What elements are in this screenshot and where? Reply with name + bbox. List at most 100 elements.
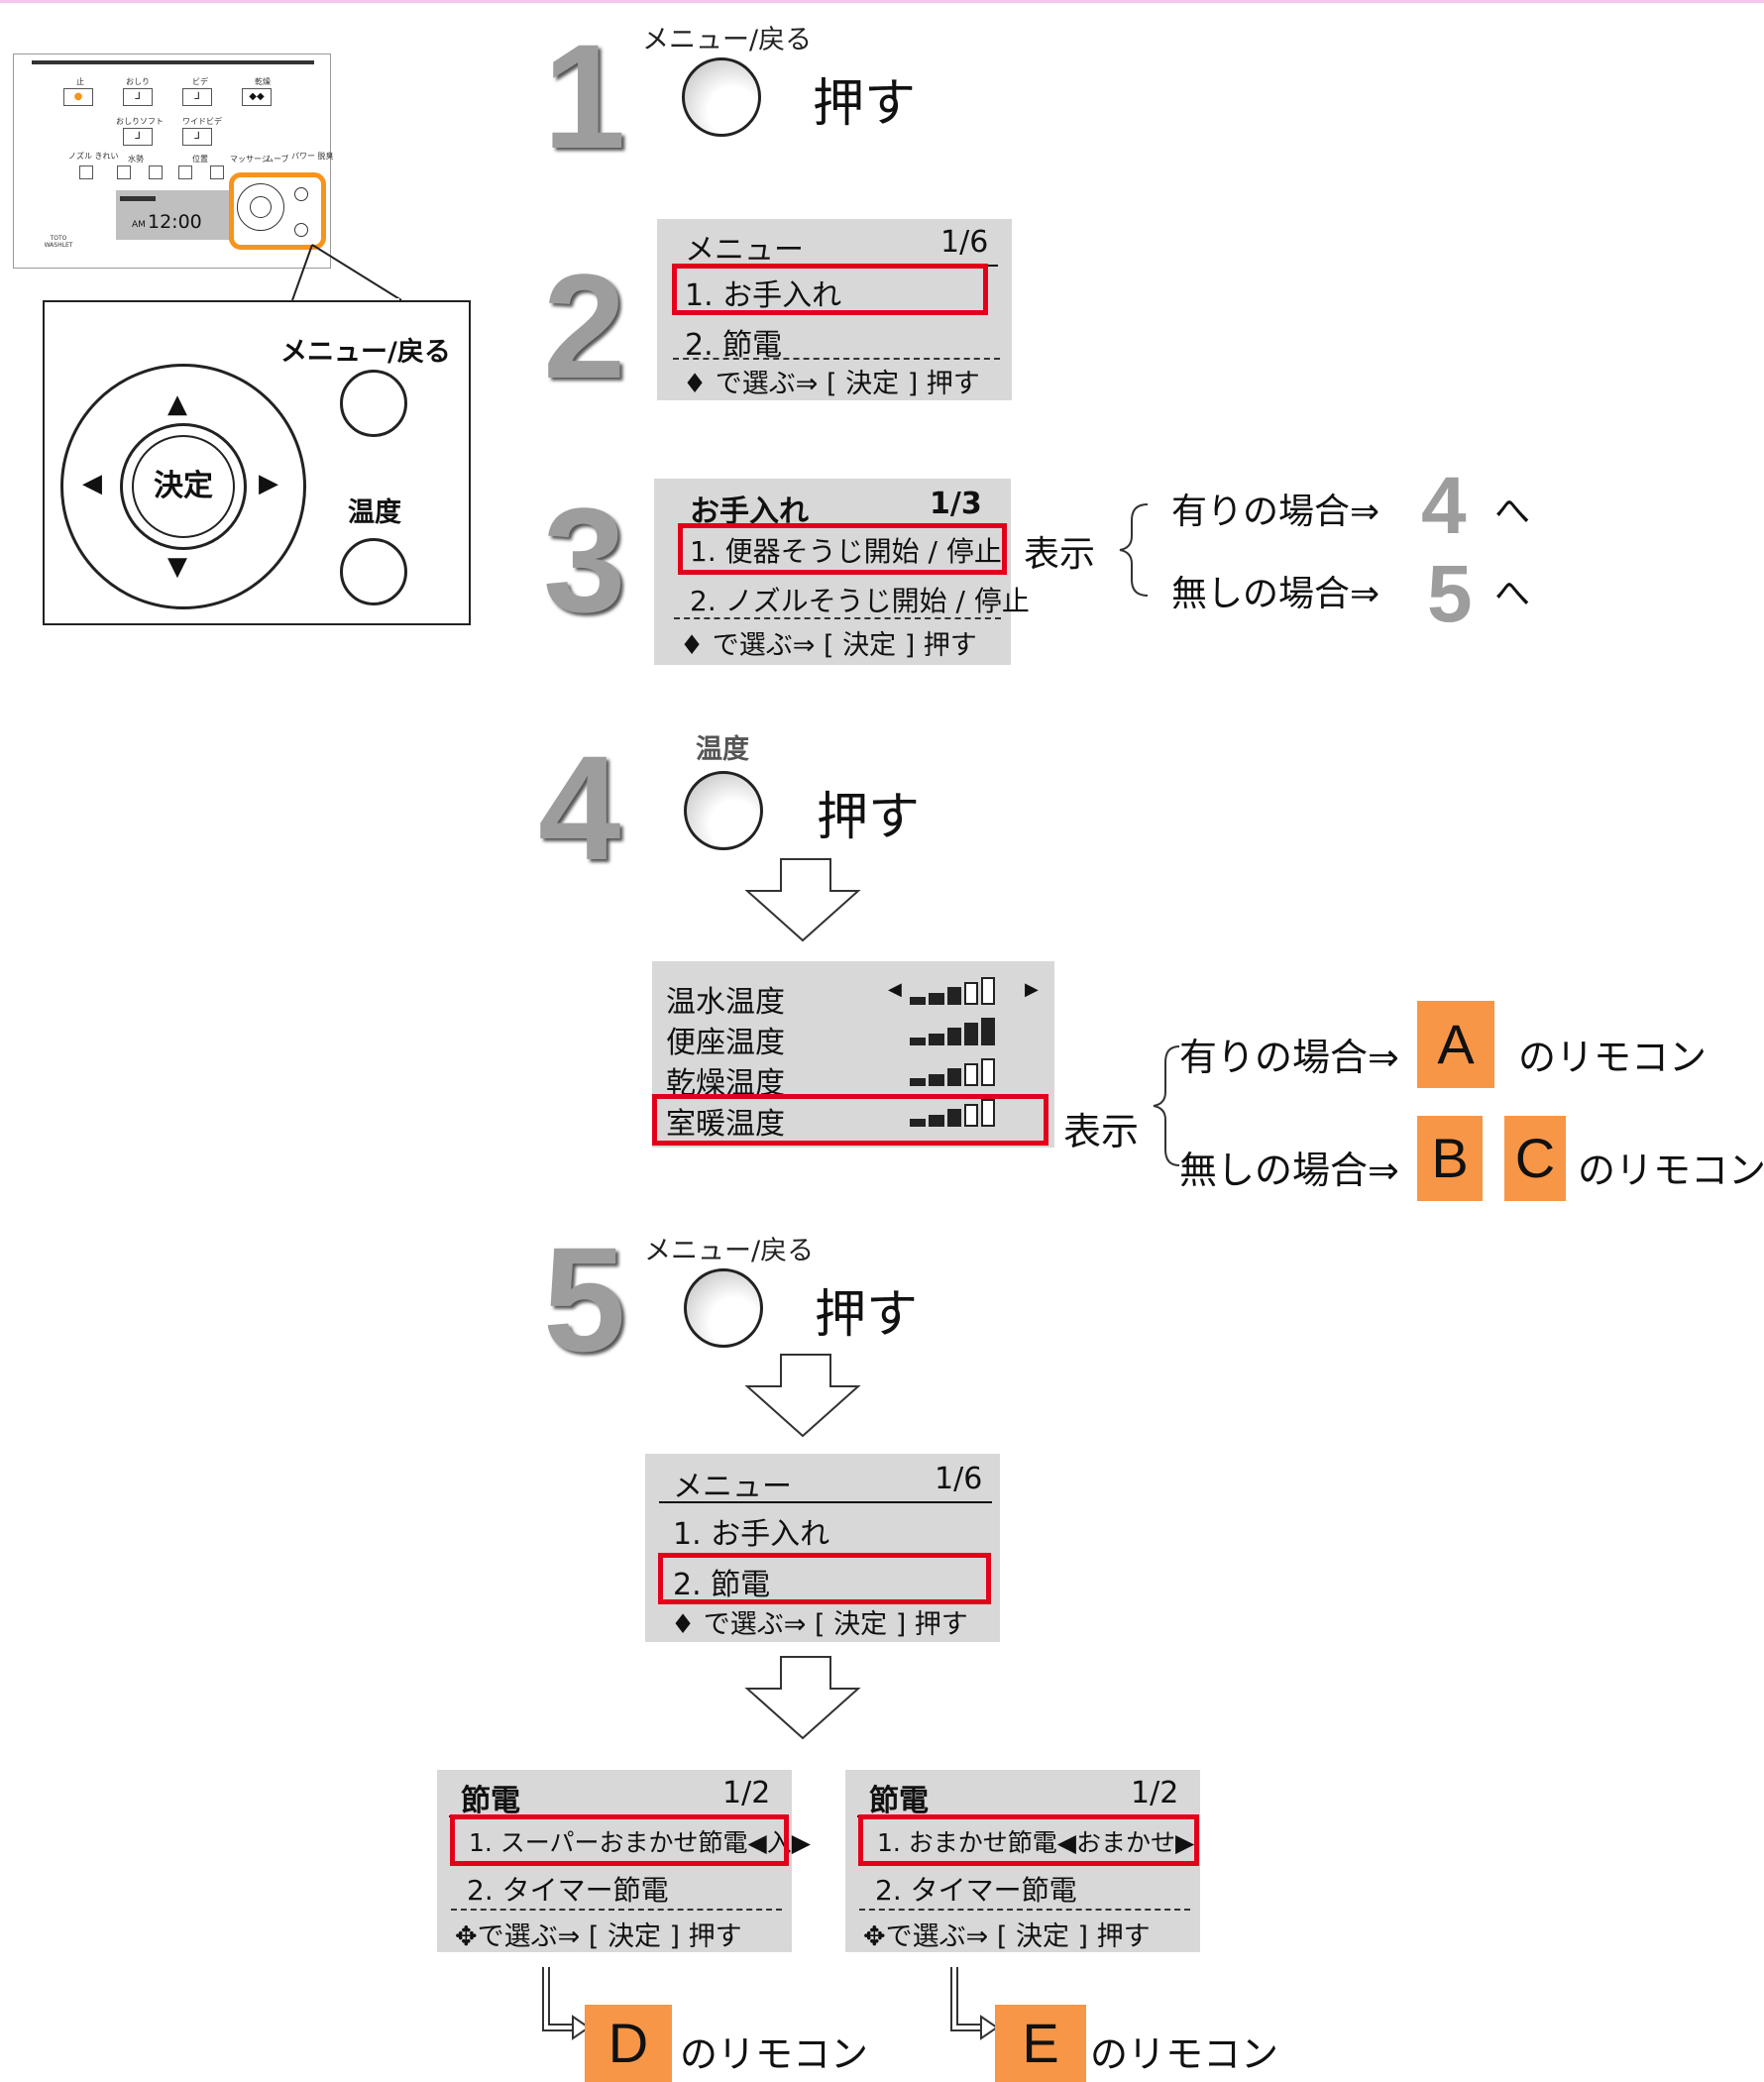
- step3-yes-target: 4: [1421, 461, 1467, 551]
- arrow-down-icon[interactable]: ▼: [167, 552, 187, 582]
- step4-yes-text: 有りの場合⇒: [1179, 1036, 1399, 1079]
- zoomed-controls: 決定 ▲ ▼ ◀ ▶ メニュー/戻る 温度: [43, 300, 471, 625]
- remote-label-stop: 止: [76, 77, 84, 86]
- step4-button-label: 温度: [696, 734, 749, 765]
- remote-display-bar: [120, 196, 156, 201]
- remote-brand: TOTO WASHLET: [44, 235, 73, 249]
- remote-label-oshiri: おしり: [126, 77, 150, 86]
- care-screen-page: 1/3: [930, 487, 982, 521]
- menu-back-button[interactable]: [340, 370, 407, 437]
- menu-footer-hint: ♦ で選ぶ⇒ [ 決定 ] 押す: [683, 369, 980, 399]
- remote-nozzle-button: [79, 165, 93, 179]
- menu-item-care-highlight: [672, 264, 988, 315]
- remote-ok-small: [250, 196, 272, 218]
- remote-position-minus: [178, 165, 192, 179]
- remote-bidet-button: ⅃: [182, 88, 212, 106]
- remote-temp-small: [294, 223, 308, 237]
- temp-level-segment: [929, 1034, 944, 1045]
- step-number-5: 5: [543, 1216, 626, 1382]
- temp-level-segment: [947, 987, 961, 1005]
- result-arrow-d: [542, 1967, 591, 2040]
- remote-pressure-plus: [149, 165, 163, 179]
- ok-button-label: 決定: [132, 435, 235, 538]
- remote-label-wide-bidet: ワイドビデ: [182, 117, 222, 126]
- remote-display: AM 12:00: [116, 190, 233, 240]
- remote-menu-small: [294, 187, 308, 201]
- step3-no-to: へ: [1494, 574, 1531, 614]
- temp-level-segment: [910, 1078, 926, 1086]
- temp-left-arrow-icon: ◀: [888, 979, 902, 1000]
- step4-temp-button-icon: [684, 771, 763, 850]
- step1-button-label: メニュー/戻る: [642, 25, 813, 55]
- save1-page: 1/2: [722, 1776, 771, 1810]
- step-number-2: 2: [543, 243, 626, 409]
- arrow-right-icon[interactable]: ▶: [259, 469, 278, 498]
- step5-button-label: メニュー/戻る: [644, 1236, 815, 1266]
- menu-screen-2: メニュー 1/6 1. お手入れ 2. 節電 ♦ で選ぶ⇒ [ 決定 ] 押す: [645, 1454, 1000, 1642]
- remote-label-nozzle: ノズル きれい: [68, 152, 119, 161]
- remote-thumbnail: 止 おしり ビデ 乾燥 ● ⅃ ⅃ ◆◆ おしりソフト ワイドビデ ⅃ ⅃ ノズ…: [13, 54, 334, 269]
- callout-lines: [291, 244, 402, 302]
- temp-level-segment: [947, 1109, 961, 1127]
- temp-level-segment: [964, 1023, 978, 1045]
- power-save-screen-auto: 節電 1/2 1. おまかせ節電◀おまかせ▶ 2. タイマー節電 ✥で選ぶ⇒ […: [845, 1770, 1200, 1952]
- temperature-button[interactable]: [340, 538, 407, 605]
- care-item-bowl-clean: 1. 便器そうじ開始 / 停止: [690, 535, 1002, 568]
- step5-action: 押す: [815, 1285, 919, 1345]
- save2-item-auto: 1. おまかせ節電◀おまかせ▶: [877, 1828, 1195, 1857]
- step4-brace: [1153, 1045, 1180, 1166]
- arrow-up-icon[interactable]: ▲: [167, 389, 187, 419]
- menu2-footer-hint: ♦ で選ぶ⇒ [ 決定 ] 押す: [671, 1609, 968, 1640]
- remote-label-bidet: ビデ: [192, 77, 208, 86]
- save2-title: 節電: [869, 1784, 929, 1818]
- step3-display-label: 表示: [1024, 534, 1096, 575]
- menu2-title: メニュー: [673, 1470, 792, 1504]
- temp-level-dryer: [910, 1058, 998, 1086]
- remote-pressure-minus: [117, 165, 131, 179]
- temp-level-segment: [910, 997, 926, 1005]
- temp-level-segment: [981, 1058, 995, 1086]
- temp-level-segment: [981, 1018, 995, 1045]
- menu2-title-underline: [659, 1501, 992, 1503]
- save1-footer-hint: ✥で選ぶ⇒ [ 決定 ] 押す: [455, 1921, 742, 1952]
- remote-top-edge: [32, 60, 314, 64]
- step5-down-arrow-1: [744, 1354, 861, 1438]
- care-footer-hint: ♦ で選ぶ⇒ [ 決定 ] 押す: [680, 630, 977, 661]
- temperature-screen: 温水温度 便座温度 乾燥温度 室暖温度 ◀ ▶: [652, 961, 1054, 1148]
- step-number-3: 3: [543, 477, 626, 643]
- remote-label-dry: 乾燥: [255, 77, 271, 86]
- temp-level-segment: [981, 977, 995, 1005]
- remote-label-power: パワー 脱臭: [291, 152, 334, 161]
- menu-screen-page: 1/6: [940, 225, 989, 260]
- menu2-item-power-save: 2. 節電: [673, 1568, 771, 1602]
- remote-oshiri-soft-button: ⅃: [123, 128, 153, 146]
- care-screen: お手入れ 1/3 1. 便器そうじ開始 / 停止 2. ノズルそうじ開始 / 停…: [654, 479, 1030, 665]
- step4-no-suffix: のリモコン: [1578, 1149, 1764, 1192]
- step3-no-text: 無しの場合⇒: [1171, 574, 1380, 614]
- save1-title: 節電: [461, 1784, 520, 1818]
- temp-row-room-heater: 室暖温度: [666, 1107, 785, 1142]
- menu-screen-title: メニュー: [685, 233, 804, 268]
- menu-divider: [673, 358, 1000, 360]
- menu2-page: 1/6: [935, 1462, 983, 1496]
- temp-row-seat: 便座温度: [666, 1026, 785, 1060]
- temp-level-segment: [964, 1104, 978, 1127]
- dpad-ring[interactable]: [60, 364, 306, 609]
- remote-type-b-badge: B: [1417, 1116, 1483, 1201]
- ok-button-outer[interactable]: 決定: [120, 423, 247, 550]
- temp-level-segment: [910, 1038, 926, 1045]
- remote-stop-button: ●: [63, 88, 93, 106]
- remote-dry-button: ◆◆: [242, 88, 272, 106]
- step5-menu-button-icon: [684, 1268, 763, 1348]
- remote-label-move: ムーブ: [266, 155, 289, 164]
- step1-menu-button-icon: [682, 57, 761, 137]
- step-number-4: 4: [538, 724, 621, 891]
- temp-level-segment: [964, 1063, 978, 1086]
- temperature-label: 温度: [348, 497, 401, 528]
- step3-yes-to: へ: [1494, 492, 1531, 532]
- temp-level-water: [910, 977, 998, 1005]
- result-arrow-e: [950, 1967, 999, 2040]
- save1-item-timer: 2. タイマー節電: [467, 1874, 669, 1907]
- save2-item-timer: 2. タイマー節電: [875, 1874, 1077, 1907]
- arrow-left-icon[interactable]: ◀: [82, 469, 102, 498]
